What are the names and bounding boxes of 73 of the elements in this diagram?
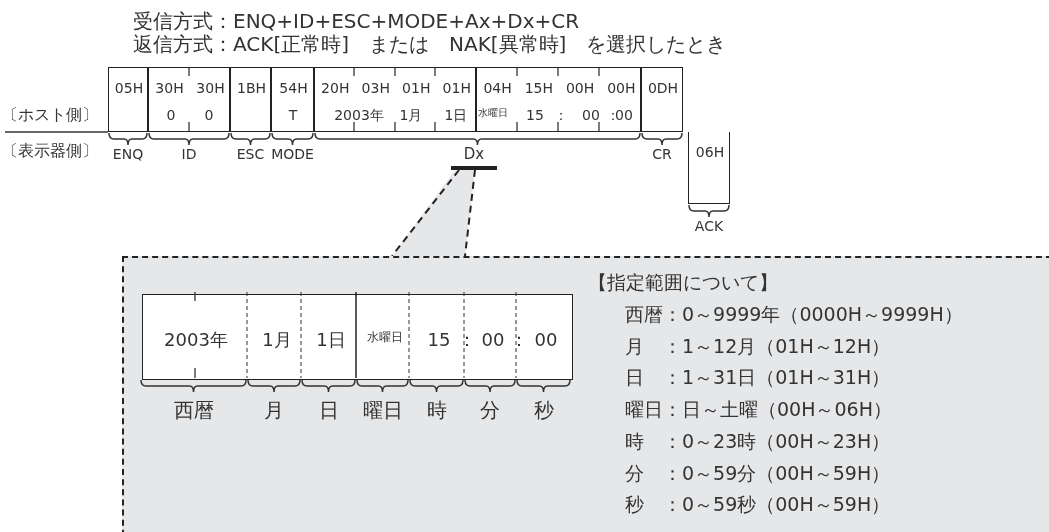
character-value: 水曜日	[367, 331, 403, 343]
character-value: 2003年	[334, 108, 384, 122]
character-value: 00	[481, 331, 505, 349]
field-label: ACK	[694, 219, 724, 233]
field-label: MODE	[271, 147, 314, 161]
hex-value: 30H	[155, 81, 184, 95]
data-field-box	[476, 67, 641, 132]
hex-value: 0DH	[647, 81, 679, 95]
hex-value: 01H	[402, 81, 431, 95]
field-label: 分	[480, 400, 500, 420]
hex-value: 01H	[442, 81, 471, 95]
side-label: 〔表示器側〕	[2, 142, 98, 160]
data-field-box	[108, 67, 148, 132]
hex-value: 06H	[695, 145, 725, 159]
data-field-box	[314, 67, 476, 132]
hex-value: 04H	[483, 81, 512, 95]
title-line: 返信方式：ACK[正常時] または NAK[異常時] を選択したとき	[133, 33, 727, 55]
hex-value: 00H	[607, 81, 636, 95]
side-label: 〔ホスト側〕	[2, 106, 98, 124]
character-value: ：	[554, 108, 568, 122]
field-label: CR	[652, 147, 672, 161]
character-value: 00	[534, 331, 558, 349]
hex-value: 20H	[321, 81, 350, 95]
character-value: 15	[526, 108, 544, 122]
data-field-box	[142, 294, 573, 380]
character-value: 2003年	[164, 331, 228, 349]
brace-label: Dx	[463, 146, 485, 163]
field-label: 秒	[533, 400, 554, 420]
data-field-box	[271, 67, 314, 132]
field-label: 時	[426, 400, 447, 420]
range-note: 分 ：0～59分（00H～59H）	[625, 462, 891, 484]
range-note: 日 ：1～31日（01H～31H）	[625, 367, 891, 389]
field-label: ID	[181, 147, 197, 161]
character-value: 1日	[444, 108, 468, 122]
hex-value: 1BH	[237, 81, 266, 95]
range-note: 月 ：1～12月（01H～12H）	[625, 335, 891, 357]
character-value: 00	[582, 108, 600, 122]
hex-value: 05H	[114, 81, 144, 95]
character-value: ：	[510, 331, 528, 349]
character-value: ：	[458, 331, 476, 349]
field-label: ENQ	[112, 147, 144, 161]
character-value: 15	[427, 331, 451, 349]
marker-bar	[451, 166, 497, 170]
hex-value: 30H	[196, 81, 225, 95]
range-note: 西暦：0～9999年（0000H～9999H）	[625, 304, 963, 325]
hex-value: 15H	[524, 81, 554, 95]
character-value: 0	[204, 108, 214, 122]
character-value: 1月	[399, 108, 423, 122]
data-field-box	[148, 67, 230, 132]
character-value: 1日	[316, 331, 346, 349]
hex-value: 00H	[565, 81, 595, 95]
range-note: 時 ：0～23時（00H～23H）	[625, 430, 891, 452]
detail-panel	[122, 256, 1049, 532]
field-label: ESC	[236, 147, 265, 161]
title-line: 受信方式：ENQ+ID+ESC+MODE+Ax+Dx+CR	[133, 10, 580, 32]
character-value: 水曜日	[478, 108, 508, 118]
range-note: 曜日：日～土曜（00H～06H）	[625, 399, 892, 420]
data-field-box	[641, 67, 683, 132]
field-label: 曜日	[362, 400, 403, 420]
character-value: 0	[166, 108, 176, 122]
field-label: 月	[264, 400, 284, 420]
character-value: 00	[615, 108, 633, 122]
field-label: 西暦	[173, 400, 214, 420]
field-label: 日	[318, 400, 339, 420]
note-heading: 【指定範囲について】	[588, 272, 778, 293]
data-field-box	[230, 67, 271, 132]
hex-value: 54H	[279, 81, 308, 95]
data-field-box	[688, 132, 730, 204]
range-note: 秒 ：0～59秒（00H～59H）	[625, 494, 891, 516]
callout-line	[391, 169, 476, 257]
character-value: 1月	[262, 331, 292, 349]
character-value: T	[288, 108, 298, 122]
hex-value: 03H	[361, 81, 390, 95]
